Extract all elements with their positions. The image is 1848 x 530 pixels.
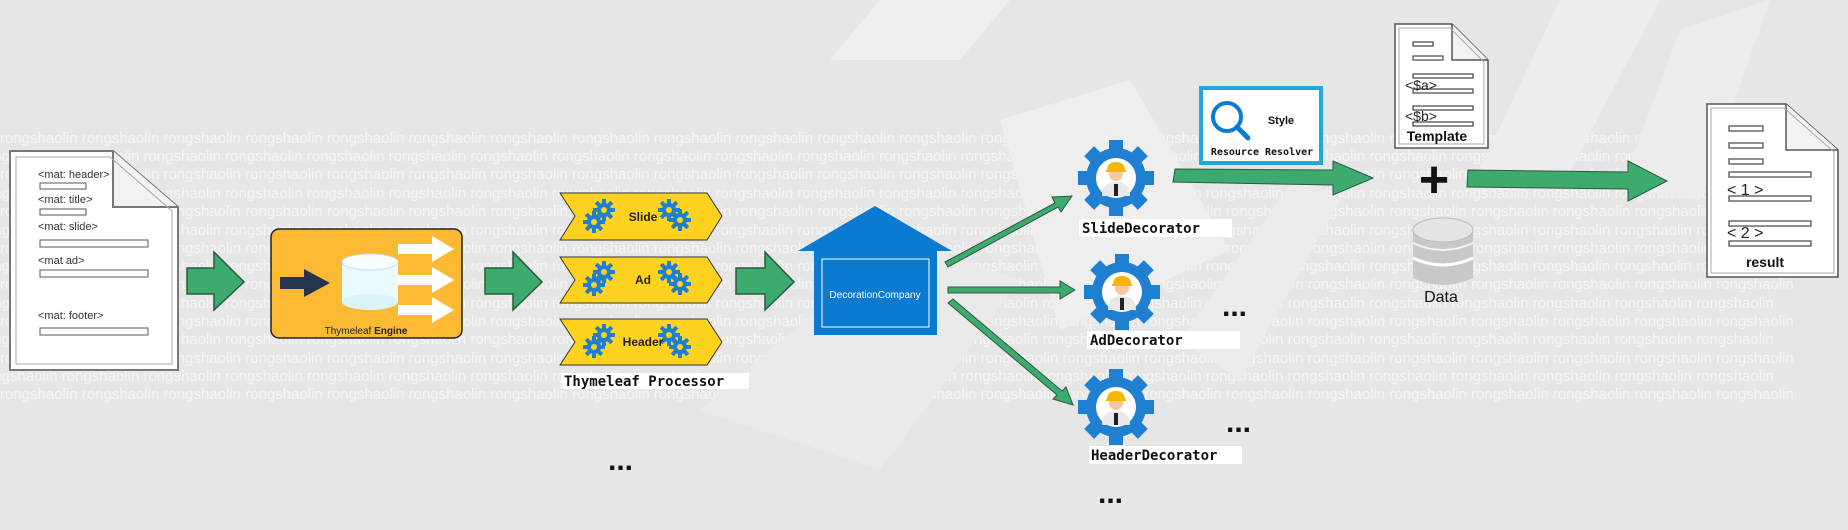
decoration-company: DecorationCompany [798, 206, 952, 335]
processor-header-label: Header [623, 335, 664, 349]
ad-decorator-ellipsis: ... [1222, 290, 1247, 323]
flow-arrows [186, 250, 796, 312]
processor-slide: Slide [559, 192, 723, 241]
plus-sign: + [1419, 151, 1449, 209]
header-decorator-label: HeaderDecorator [1091, 448, 1217, 464]
template-line-b: <$b> [1405, 108, 1437, 124]
ad-decorator-label-bg [1087, 331, 1240, 349]
slide-decorator-label: SlideDecorator [1082, 221, 1200, 237]
watermark-row: rongshaolin rongshaolin rongshaolin rong… [0, 148, 1774, 165]
source-line-slide: <mat: slide> [38, 221, 98, 233]
arrow-decorator-to-template [1172, 160, 1375, 196]
decorator-arrows [944, 195, 1076, 406]
processor-caption-bg [561, 373, 749, 389]
processor-ad-label: Ad [635, 273, 651, 287]
data-label: Data [1424, 289, 1458, 306]
watermark-row: rongshaolin rongshaolin rongshaolin rong… [0, 130, 1794, 147]
data-store: Data [1412, 217, 1474, 306]
result-line-2: < 2 > [1727, 225, 1763, 242]
processor-header: Header [559, 318, 723, 366]
result-label: result [1746, 254, 1784, 270]
slide-decorator-label-bg [1079, 219, 1232, 237]
watermark-row: rongshaolin rongshaolin rongshaolin rong… [0, 203, 1794, 220]
header-decorator-ellipsis: ... [1226, 406, 1251, 439]
result-document: < 1 > < 2 > result [1706, 103, 1839, 278]
template-document: <$a> <$b> Template [1394, 23, 1489, 149]
resolver-title: Style [1268, 115, 1294, 127]
template-label: Template [1407, 128, 1468, 144]
source-line-footer: <mat: footer> [38, 310, 103, 322]
style-resource-resolver: Style Resource Resolver [1199, 86, 1323, 165]
source-line-header: <mat: header> [38, 169, 110, 181]
processor-ellipsis: ... [608, 444, 633, 477]
header-decorator-label-bg [1089, 446, 1242, 464]
arrow-engine-to-processors [484, 250, 544, 312]
processor-slide-label: Slide [629, 210, 658, 224]
resolver-subtitle: Resource Resolver [1211, 147, 1313, 158]
arrow-to-result [1466, 160, 1669, 202]
company-label: DecorationCompany [829, 290, 920, 301]
decorators-ellipsis: ... [1098, 477, 1123, 510]
source-line-title: <mat: title> [38, 194, 92, 206]
engine-label: Thymeleaf Engine [325, 326, 408, 337]
result-line-1: < 1 > [1727, 182, 1763, 199]
header-decorator-icon [1062, 353, 1170, 461]
template-line-a: <$a> [1405, 77, 1437, 93]
processor-caption: Thymeleaf Processor [564, 374, 724, 390]
processor-ad: Ad [559, 256, 723, 304]
thymeleaf-engine: Thymeleaf Engine [270, 228, 463, 339]
source-document: <mat: header> <mat: title> <mat: slide> … [9, 150, 179, 371]
source-line-ad: <mat ad> [38, 255, 84, 267]
arrow-doc-to-engine [186, 250, 246, 312]
arrow-processors-to-company [735, 250, 796, 312]
ad-decorator-label: AdDecorator [1090, 333, 1183, 349]
